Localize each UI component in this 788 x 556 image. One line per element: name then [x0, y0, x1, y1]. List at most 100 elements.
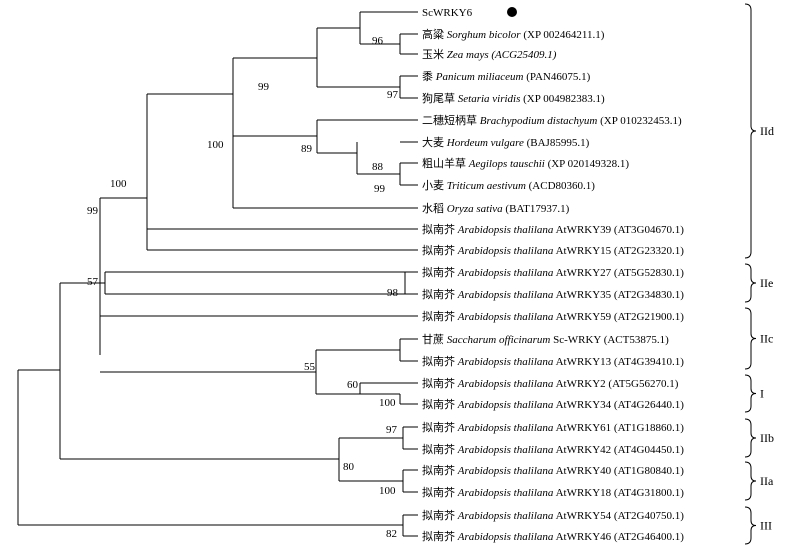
taxon-gene: AtWRKY34: [556, 399, 612, 411]
taxon-accession: (XP 010232453.1): [600, 115, 682, 127]
taxon-label: 拟南芥 Arabidopsis thalilana AtWRKY61 (AT1G…: [422, 420, 684, 434]
taxon-species: Arabidopsis thalilana: [457, 245, 554, 257]
taxon-species: Setaria viridis: [458, 93, 521, 105]
group-brace: [744, 263, 757, 303]
taxon-gene: ScWRKY6: [422, 7, 473, 19]
taxon-accession: (AT2G34830.1): [614, 289, 684, 301]
taxon-gene: AtWRKY46: [556, 531, 612, 543]
taxon-accession: (BAT17937.1): [505, 203, 569, 215]
filled-circle-marker: [507, 7, 517, 17]
taxon-species: Arabidopsis thalilana: [457, 444, 554, 456]
taxon-accession: (XP 002464211.1): [523, 29, 604, 41]
taxon-label: 大麦 Hordeum vulgare (BAJ85995.1): [422, 135, 590, 149]
taxon-accession: (AT2G46400.1): [614, 531, 684, 543]
taxon-species: Arabidopsis thalilana: [457, 510, 554, 522]
taxon-species: Arabidopsis thalilana: [457, 422, 554, 434]
taxon-gene: AtWRKY2: [556, 378, 606, 390]
bootstrap-value: 99: [87, 205, 99, 217]
taxon-label: 粗山羊草 Aegilops tauschii (XP 020149328.1): [422, 156, 629, 170]
taxon-species: Zea mays: [447, 49, 489, 61]
bootstrap-value: 99: [258, 81, 270, 93]
bootstrap-value: 100: [379, 397, 396, 409]
taxon-species: Arabidopsis thalilana: [457, 267, 554, 279]
group-brace: [744, 307, 757, 370]
taxon-species: Sorghum bicolor: [447, 29, 522, 41]
taxon-label: 二穗短柄草 Brachypodium distachyum (XP 010232…: [422, 113, 682, 127]
taxon-species: Triticum aestivum: [447, 180, 526, 192]
taxon-accession: (AT5G52830.1): [614, 267, 684, 279]
taxon-species: Arabidopsis thalilana: [457, 289, 554, 301]
taxon-gene: AtWRKY40: [556, 465, 612, 477]
taxon-species: Panicum miliaceum: [435, 71, 524, 83]
taxon-species: Arabidopsis thalilana: [457, 356, 554, 368]
taxon-gene: AtWRKY59: [556, 311, 612, 323]
taxon-accession: (XP 004982383.1): [523, 93, 605, 105]
taxon-label: 拟南芥 Arabidopsis thalilana AtWRKY42 (AT4G…: [422, 442, 684, 456]
taxon-species: Aegilops tauschii: [468, 158, 545, 170]
taxon-accession: (AT4G31800.1): [614, 487, 684, 499]
taxon-species: Brachypodium distachyum: [480, 115, 598, 127]
taxon-common-name: 玉米: [422, 48, 444, 61]
taxon-label: 高粱 Sorghum bicolor (XP 002464211.1): [422, 27, 605, 41]
bootstrap-value: 57: [87, 276, 99, 288]
taxon-common-name: 二穗短柄草: [422, 113, 477, 127]
taxon-label: 拟南芥 Arabidopsis thalilana AtWRKY13 (AT4G…: [422, 354, 684, 368]
bootstrap-value: 82: [386, 528, 397, 540]
taxon-label: 玉米 Zea mays (ACG25409.1): [422, 48, 557, 61]
taxon-label: ScWRKY6: [422, 7, 473, 19]
taxon-accession: (PAN46075.1): [526, 71, 590, 83]
taxon-common-name: 拟南芥: [422, 508, 455, 522]
taxon-label: 狗尾草 Setaria viridis (XP 004982383.1): [422, 92, 605, 105]
taxon-label: 甘蔗 Saccharum officinarum Sc-WRKY (ACT538…: [422, 333, 669, 346]
taxon-label: 拟南芥 Arabidopsis thalilana AtWRKY54 (AT2G…: [422, 508, 684, 522]
taxon-accession: (ACD80360.1): [529, 180, 596, 192]
taxon-accession: (AT1G80840.1): [614, 465, 684, 477]
bootstrap-value: 89: [301, 143, 313, 155]
taxon-accession: (BAJ85995.1): [527, 137, 590, 149]
group-brace: [744, 3, 757, 259]
taxon-label: 拟南芥 Arabidopsis thalilana AtWRKY15 (AT2G…: [422, 243, 684, 257]
taxon-common-name: 小麦: [422, 179, 444, 192]
taxon-species: Arabidopsis thalilana: [457, 378, 554, 390]
taxon-species: Oryza sativa: [447, 203, 503, 215]
tree-branches: [17, 11, 418, 537]
taxon-label: 拟南芥 Arabidopsis thalilana AtWRKY35 (AT2G…: [422, 287, 684, 301]
taxon-common-name: 甘蔗: [422, 333, 444, 346]
group-brace: [744, 506, 757, 545]
bootstrap-value: 100: [379, 485, 396, 497]
taxon-common-name: 拟南芥: [422, 376, 455, 390]
taxon-label: 拟南芥 Arabidopsis thalilana AtWRKY46 (AT2G…: [422, 529, 684, 543]
taxon-species: Arabidopsis thalilana: [457, 465, 554, 477]
taxon-gene: AtWRKY13: [556, 356, 612, 368]
taxon-gene: AtWRKY27: [556, 267, 612, 279]
taxon-common-name: 粗山羊草: [422, 156, 466, 170]
group-brace: [744, 461, 757, 501]
taxon-common-name: 拟南芥: [422, 309, 455, 323]
taxon-accession: (AT5G56270.1): [608, 378, 678, 390]
taxon-accession: (AT2G21900.1): [614, 311, 684, 323]
taxon-common-name: 狗尾草: [422, 92, 455, 105]
taxon-common-name: 水稻: [422, 202, 444, 215]
group-label: IIa: [760, 474, 774, 488]
group-label: IIb: [760, 431, 774, 445]
taxon-species: Arabidopsis thalilana: [457, 487, 554, 499]
taxon-label: 小麦 Triticum aestivum (ACD80360.1): [422, 179, 595, 192]
taxon-label: 黍 Panicum miliaceum (PAN46075.1): [422, 70, 591, 83]
bootstrap-value: 96: [372, 35, 384, 47]
bootstrap-value: 97: [387, 89, 399, 101]
taxon-gene: AtWRKY15: [556, 245, 612, 257]
group-brace: [744, 374, 757, 413]
taxon-labels: ScWRKY6 高粱 Sorghum bicolor (XP 002464211…: [422, 7, 684, 543]
taxon-common-name: 拟南芥: [422, 222, 455, 236]
taxon-species: Arabidopsis thalilana: [457, 399, 554, 411]
taxon-label: 拟南芥 Arabidopsis thalilana AtWRKY18 (AT4G…: [422, 485, 684, 499]
taxon-species: Saccharum officinarum: [447, 334, 551, 346]
taxon-common-name: 高粱: [422, 27, 444, 41]
taxon-species: Arabidopsis thalilana: [457, 531, 554, 543]
taxon-accession: (ACT53875.1): [604, 334, 669, 346]
taxon-accession: (AT4G26440.1): [614, 399, 684, 411]
taxon-common-name: 黍: [422, 70, 433, 83]
taxon-accession: (AT2G40750.1): [614, 510, 684, 522]
